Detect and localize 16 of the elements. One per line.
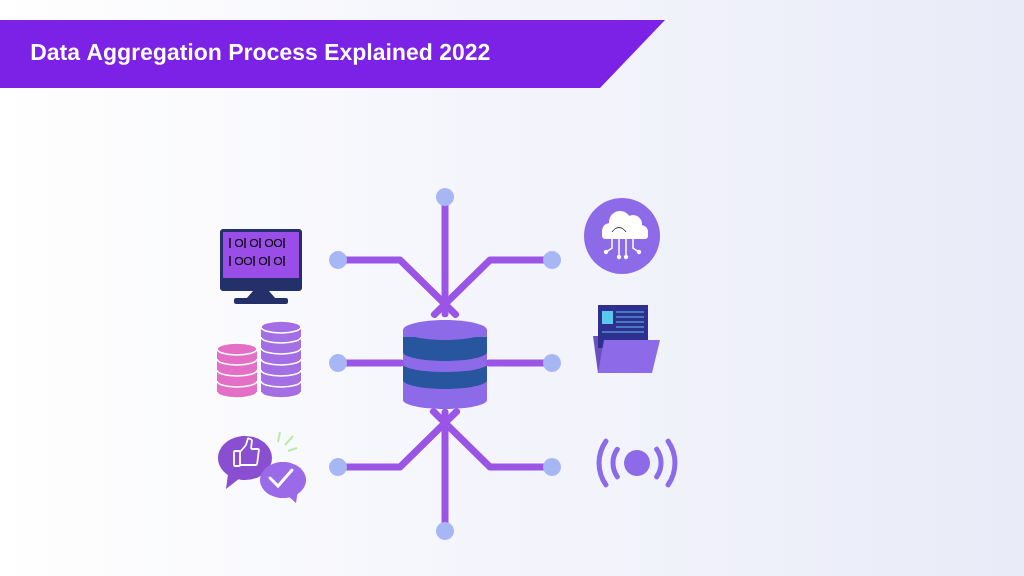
connector <box>329 408 461 476</box>
connector <box>436 188 454 318</box>
chat-bubbles-drawing <box>218 431 306 503</box>
coin-stack-drawing <box>216 320 302 399</box>
signal-drawing <box>596 438 678 488</box>
folder-drawing <box>593 305 660 373</box>
connector <box>485 354 561 372</box>
title-banner: Data Aggregation Process Explained 2022 <box>0 20 665 88</box>
connector <box>436 408 454 540</box>
monitor-drawing <box>220 229 302 304</box>
cloud-drawing <box>584 198 660 274</box>
connector <box>329 354 405 372</box>
connector <box>429 408 561 476</box>
connector <box>430 251 561 318</box>
connector <box>329 251 460 318</box>
database-drawing <box>403 320 487 409</box>
